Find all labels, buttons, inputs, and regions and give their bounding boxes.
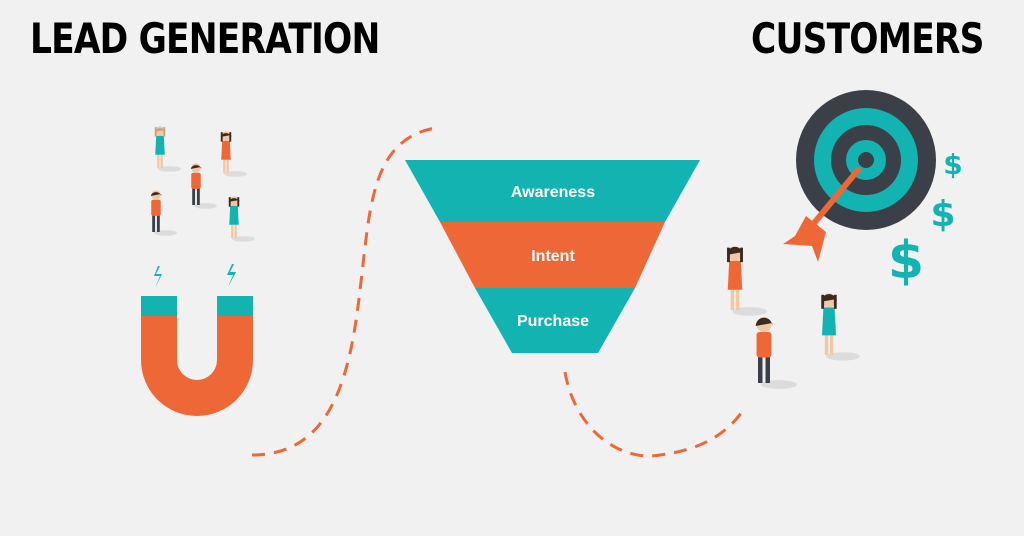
person-icon: [190, 163, 217, 209]
dashed-path-right: [563, 371, 744, 458]
funnel-stage-purchase: [475, 288, 635, 353]
person-icon: [821, 293, 860, 361]
magnet-icon: [141, 264, 253, 416]
funnel-label-awareness: Awareness: [511, 184, 595, 201]
lead-people-group: [150, 126, 255, 242]
spark-icon: [227, 264, 236, 287]
person-icon: [150, 190, 177, 236]
customers-heading: CUSTOMERS: [751, 14, 984, 63]
person-icon: [220, 131, 247, 177]
funnel-stage-awareness: [405, 160, 700, 222]
funnel-stage-intent: [440, 222, 665, 288]
sales-funnel: Awareness Intent Purchase: [405, 160, 700, 353]
dashed-path-left: [251, 126, 436, 457]
dollar-sign-icon: $: [930, 194, 955, 235]
funnel-label-purchase: Purchase: [517, 313, 589, 330]
customer-people-group: [727, 246, 860, 389]
arrow-icon: [783, 167, 861, 262]
person-icon: [228, 196, 255, 242]
person-icon: [755, 317, 797, 389]
dollar-sign-icon: $: [943, 148, 962, 181]
funnel-label-intent: Intent: [531, 248, 575, 265]
person-icon: [727, 246, 767, 316]
target-icon: [796, 90, 936, 230]
lead-generation-heading: LEAD GENERATION: [30, 14, 380, 63]
spark-icon: [154, 266, 162, 288]
dollar-sign-icon: $: [888, 231, 924, 291]
person-icon: [154, 126, 181, 172]
